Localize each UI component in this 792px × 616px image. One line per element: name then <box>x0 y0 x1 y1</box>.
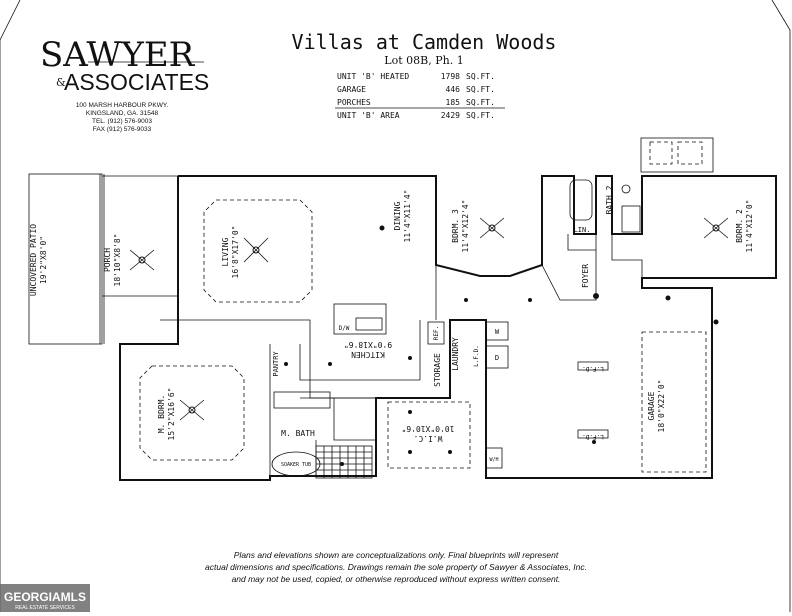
sheet-border-right <box>771 0 791 612</box>
disclaimer-line-1: Plans and elevations shown are conceptua… <box>234 550 559 560</box>
watermark-brand: GEORGIAMLS <box>4 590 86 604</box>
room-label-patio: UNCOVERED PATIO <box>29 224 38 296</box>
address-line-1: 100 MARSH HARBOUR PKWY. <box>76 102 169 109</box>
room-label-wic: W.I.C. <box>414 434 443 443</box>
dryer-icon <box>485 345 509 369</box>
room-label-dining: DINING <box>393 201 402 230</box>
label-refrigerator: REF. <box>433 326 440 340</box>
area-row-2-unit: SQ.FT. <box>466 85 495 94</box>
room-dims-garage: 18'0"X22'0" <box>657 380 666 433</box>
room-label-pantry: PANTRY <box>272 351 280 377</box>
logo-sawyer-text: SAWYER <box>40 35 196 75</box>
room-label-laundry: LAUNDRY <box>451 337 460 371</box>
address-line-3: TEL. (912) 576-9003 <box>92 118 152 125</box>
area-row-2-value: 446 <box>446 85 461 94</box>
area-row-3-unit: SQ.FT. <box>466 98 495 107</box>
label-lfd: L.F.D. <box>473 345 480 367</box>
ceiling-fan-icon <box>129 249 155 271</box>
sink-icon <box>355 317 383 331</box>
patio-outline <box>28 173 103 345</box>
room-dims-patio: 19'2"X8'0" <box>39 236 48 284</box>
vanity-icon <box>621 205 641 233</box>
logo-associates-text: ASSOCIATES <box>64 69 209 95</box>
hvac-pad <box>640 137 714 173</box>
room-dims-bedrm2: 11'4"X12'0" <box>745 200 754 253</box>
double-vanity <box>273 391 331 409</box>
garage-lfd-box-1 <box>577 361 609 371</box>
room-label-garage: GARAGE <box>647 391 656 420</box>
room-label-bedrm3: BDRM. 3 <box>451 209 460 243</box>
label-garage-lfd-1: L.F.D. <box>582 365 604 372</box>
area-row-4-label: UNIT 'B' AREA <box>337 111 400 120</box>
area-row-4-unit: SQ.FT. <box>466 111 495 120</box>
area-table: UNIT 'B' HEATED 1798 SQ.FT. GARAGE 446 S… <box>335 72 505 120</box>
room-dims-wic: 10'0"X10'6" <box>402 424 455 433</box>
ceiling-fan-icon <box>703 217 729 239</box>
toilet-icon <box>621 184 631 194</box>
room-dims-dining: 11'4"X11'4" <box>403 190 412 243</box>
exterior-walls <box>119 175 777 481</box>
label-dishwasher: D/W <box>339 325 350 332</box>
room-label-foyer: FOYER <box>581 264 590 288</box>
garage-door-track <box>641 331 707 473</box>
project-title: Villas at Camden Woods <box>292 30 557 54</box>
area-row-3-label: PORCHES <box>337 98 371 107</box>
ceiling-fan-icon <box>179 399 205 421</box>
room-label-bath2: BATH 2 <box>605 185 614 214</box>
area-row-1-label: UNIT 'B' HEATED <box>337 72 409 81</box>
room-label-mbath: M. BATH <box>281 429 315 438</box>
address-line-2: KINGSLAND, GA. 31548 <box>86 110 159 117</box>
interior-walls <box>178 234 643 476</box>
area-row-1-value: 1798 <box>441 72 460 81</box>
room-label-mbedrm: M. BDRM. <box>157 395 166 434</box>
refrigerator <box>427 321 445 345</box>
label-washer: W <box>495 328 500 336</box>
label-soaker-tub: SOAKER TUB <box>281 462 311 468</box>
kitchen-island <box>333 303 387 335</box>
shower-tile <box>315 445 373 479</box>
disclaimer-line-3: and may not be used, copied, or otherwis… <box>232 574 561 584</box>
mbed-tray-ceiling <box>139 365 245 461</box>
ceiling-fan-icon <box>243 237 269 263</box>
room-dims-mbedrm: 15'2"X16'6" <box>167 388 176 441</box>
area-row-2-label: GARAGE <box>337 85 366 94</box>
label-water-heater: W/H <box>489 457 498 463</box>
room-label-kitchen: KITCHEN <box>351 350 385 359</box>
wic-shelving <box>387 401 471 469</box>
company-logo: SAWYER & ASSOCIATES <box>40 35 209 95</box>
ceiling-fan-icon <box>479 217 505 239</box>
garage-lfd-box-2 <box>577 429 609 439</box>
label-dryer: D <box>495 354 499 362</box>
room-dims-living: 16'8"X17'0" <box>231 226 240 279</box>
watermark-sub: REAL ESTATE SERVICES <box>15 605 75 611</box>
disclaimer-line-2: actual dimensions and specifications. Dr… <box>205 562 587 572</box>
lot-label: Lot 08B, Ph. 1 <box>384 54 463 67</box>
light-fixture-icon <box>284 225 719 466</box>
bathtub-icon <box>569 179 593 221</box>
area-row-1-unit: SQ.FT. <box>466 72 495 81</box>
georgiamls-watermark: GEORGIAMLS REAL ESTATE SERVICES <box>0 584 90 612</box>
room-label-porch: PORCH <box>103 248 112 272</box>
room-dims-kitchen: 9'0"X18'6" <box>344 340 392 349</box>
company-address: 100 MARSH HARBOUR PKWY. KINGSLAND, GA. 3… <box>76 102 169 133</box>
disclaimer: Plans and elevations shown are conceptua… <box>205 550 587 584</box>
room-dims-porch: 18'10"X8'8" <box>113 234 122 287</box>
water-heater <box>485 447 503 469</box>
room-label-lin: LIN. <box>574 226 591 234</box>
logo-ampersand: & <box>56 76 66 89</box>
area-row-4-value: 2429 <box>441 111 460 120</box>
room-label-storage: STORAGE <box>433 353 442 387</box>
room-dims-bedrm3: 11'4"X12'4" <box>461 200 470 253</box>
area-row-3-value: 185 <box>446 98 461 107</box>
label-garage-lfd-2: L.F.D. <box>582 433 604 440</box>
washer-icon <box>485 321 509 341</box>
address-line-4: FAX (912) 576-9033 <box>93 126 152 133</box>
shower-grid <box>316 446 372 478</box>
room-label-bedrm2: BDRM. 2 <box>735 209 744 243</box>
sheet-border-left <box>0 0 21 612</box>
room-label-living: LIVING <box>221 237 230 266</box>
